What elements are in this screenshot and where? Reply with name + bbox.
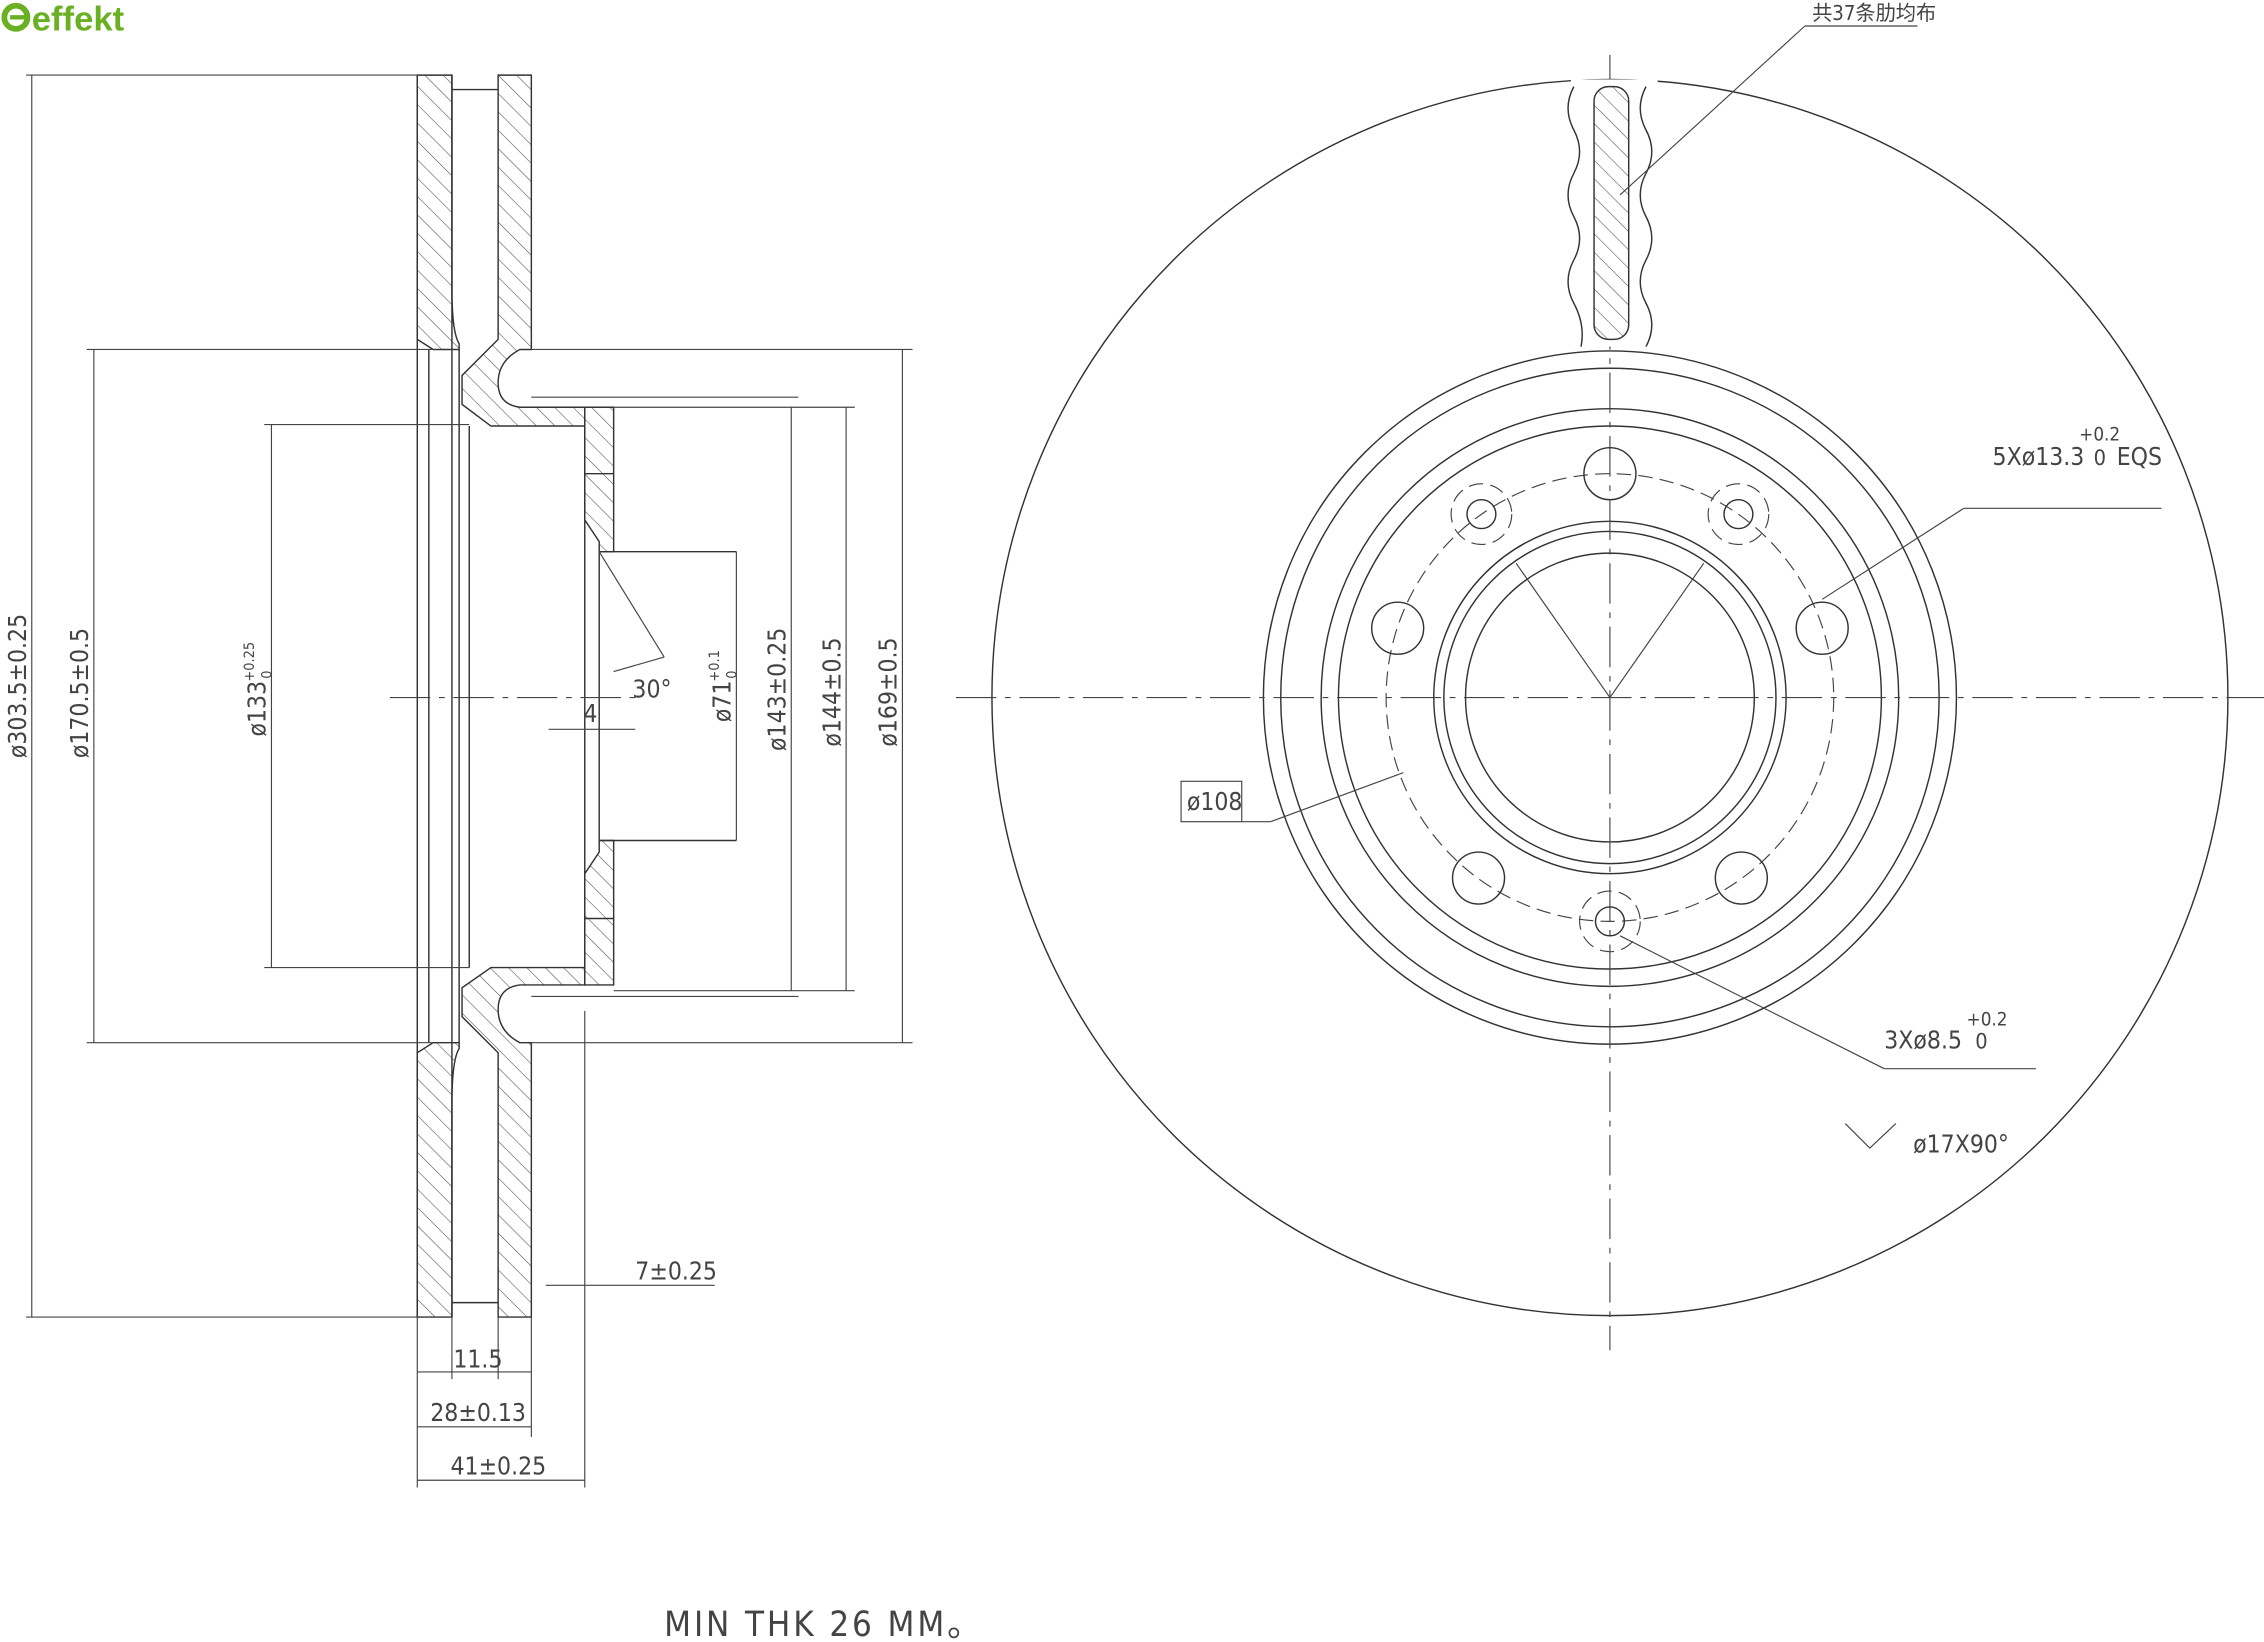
chamfer-symbol (1844, 1123, 1897, 1149)
dim-thickness: 28±0.13 (430, 1398, 526, 1427)
dim-total-height: 41±0.25 (450, 1451, 546, 1480)
pcd-box (1180, 780, 1243, 823)
side-section-view: ø303.5±0.25 ø170.5±0.5 ø133 +0.25 0 ø71 … (3, 74, 913, 1488)
bolt-hole-upper: +0.2 (2079, 424, 2120, 445)
front-view: 共37条肋均布 5Xø13.3 +0.2 0 EQS ø108 3Xø8.5 +… (955, 1, 2264, 1351)
dim-hat-diameter: ø170.5±0.5 (65, 628, 94, 758)
small-holes (1450, 483, 1770, 953)
hat-mounting-face (584, 406, 615, 553)
dim-center-bore-upper: +0.1 (707, 650, 723, 682)
dim-vent-width: 11.5 (453, 1345, 502, 1374)
dim-angle: 30° (632, 675, 671, 704)
bolt-hole-suffix: EQS (2117, 442, 2162, 471)
bolt-holes (1370, 446, 1849, 905)
dim-center-bore-lower: 0 (724, 670, 740, 678)
dim-outer-diameter: ø303.5±0.25 (3, 614, 32, 758)
dim-bore-outer-lower: 0 (259, 670, 275, 678)
effekt-logo: effekt (1, 0, 125, 38)
small-hole-lower: 0 (1975, 1029, 1987, 1054)
outer-friction-plate (461, 74, 586, 427)
dim-step: 4 (583, 699, 597, 728)
bolt-hole-lower: 0 (2094, 446, 2106, 471)
rib-note: 共37条肋均布 (1812, 1, 1936, 25)
dim-169: ø169±0.5 (874, 637, 903, 746)
inner-friction-plate (416, 74, 460, 351)
dim-144: ø144±0.5 (817, 637, 846, 746)
dim-center-bore: ø71 (708, 680, 737, 722)
dim-bore-outer: ø133 (243, 681, 272, 737)
rib-cutaway (1567, 79, 1658, 347)
dim-143: ø143±0.25 (762, 628, 791, 751)
small-hole-upper: +0.2 (1967, 1009, 2008, 1030)
small-hole-note: 3Xø8.5 (1884, 1025, 1962, 1054)
logo-text: effekt (32, 0, 125, 38)
bolt-hole-note: 5Xø13.3 (1993, 442, 2085, 471)
pcd-label: ø108 (1187, 787, 1243, 816)
footer-note: MIN THK 26 MM。 (664, 1605, 984, 1642)
dim-bore-outer-upper: +0.25 (242, 642, 258, 682)
dim-offset: 7±0.25 (635, 1257, 717, 1286)
chamfer-note: ø17X90° (1913, 1129, 2009, 1158)
